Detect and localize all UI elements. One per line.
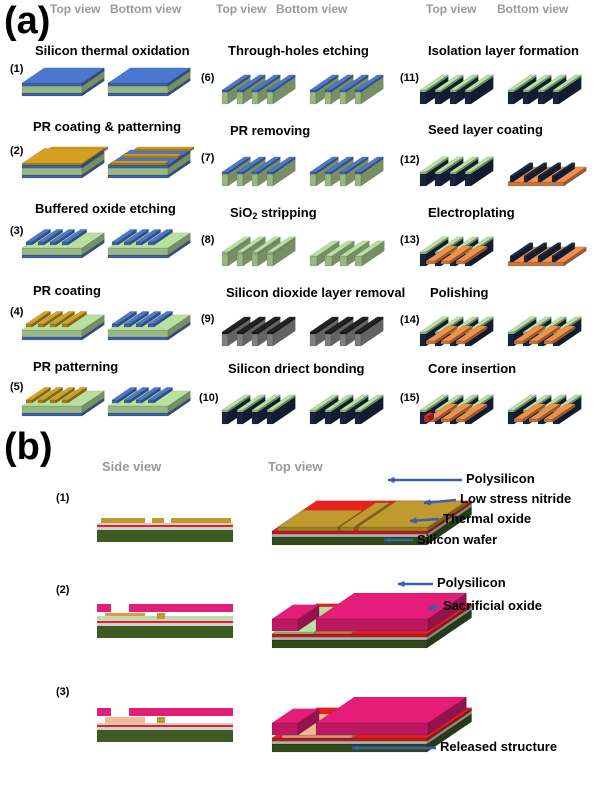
step-9-bottom-view-illustration — [309, 316, 384, 347]
panel-b-letter: (b) — [4, 426, 53, 468]
step-9-title: Silicon dioxide layer removal — [226, 285, 406, 300]
step-1-bottom-view-illustration — [107, 67, 191, 97]
step-15-bottom-view-illustration — [507, 394, 582, 425]
step-15-top-view-illustration — [419, 394, 494, 425]
step-7-number: (7) — [201, 152, 215, 164]
b-step-2-top-view — [271, 592, 473, 649]
col3-bottom-view-label: Bottom view — [497, 2, 569, 16]
step-7-bottom-view-illustration — [309, 156, 384, 187]
step-12-bottom-view-illustration — [507, 162, 587, 187]
arrow-polysilicon-1 — [387, 476, 462, 484]
label-low-stress-nitride: Low stress nitride — [460, 491, 572, 506]
step-10-top-view-illustration — [221, 394, 296, 425]
step-14-number: (14) — [400, 314, 420, 326]
step-8-number: (8) — [201, 234, 215, 246]
arrow-low-stress-nitride — [423, 498, 457, 506]
step-7-title: PR removing — [230, 123, 311, 138]
arrow-silicon-wafer — [383, 536, 413, 544]
step-7-top-view-illustration — [221, 156, 296, 187]
step-13-bottom-view-illustration — [507, 242, 587, 267]
step-2-number: (2) — [10, 145, 24, 157]
b-step-3-top-view — [271, 696, 473, 753]
step-3-number: (3) — [10, 225, 24, 237]
step-6-bottom-view-illustration — [309, 74, 384, 105]
col2-top-view-label: Top view — [216, 2, 267, 16]
step-1-title: Silicon thermal oxidation — [35, 43, 190, 58]
step-2-bottom-view-illustration — [107, 146, 195, 179]
step-10-title: Silicon driect bonding — [228, 361, 365, 376]
step-3-bottom-view-illustration — [107, 229, 191, 259]
step-8-top-view-illustration — [221, 236, 296, 267]
panel-a-letter: (a) — [4, 0, 51, 42]
b-step-3-side-view — [97, 708, 233, 742]
step-9-top-view-illustration — [221, 316, 296, 347]
step-11-title: Isolation layer formation — [428, 43, 579, 58]
step-4-top-view-illustration — [21, 311, 105, 341]
step-3-title: Buffered oxide etching — [35, 201, 176, 216]
step-14-top-view-illustration — [419, 316, 494, 347]
step-3-top-view-illustration — [21, 229, 105, 259]
arrow-polysilicon-2 — [397, 580, 433, 588]
step-4-bottom-view-illustration — [107, 311, 191, 341]
b-step-3-number: (3) — [56, 686, 70, 698]
step-11-top-view-illustration — [419, 74, 494, 105]
arrow-released-structure — [351, 744, 436, 752]
step-8-title: SiO2 stripping — [230, 205, 317, 221]
b-step-1-number: (1) — [56, 492, 70, 504]
b-step-1-top-view — [271, 500, 473, 546]
step-4-title: PR coating — [33, 283, 101, 298]
b-step-2-side-view — [97, 604, 233, 638]
step-1-number: (1) — [10, 63, 24, 75]
step-15-number: (15) — [400, 392, 420, 404]
step-13-title: Electroplating — [428, 205, 515, 220]
label-released-structure: Released structure — [440, 739, 558, 754]
step-5-bottom-view-illustration — [107, 387, 191, 417]
step-10-bottom-view-illustration — [309, 394, 384, 425]
arrow-thermal-oxide — [409, 517, 440, 524]
col2-bottom-view-label: Bottom view — [276, 2, 348, 16]
step-13-top-view-illustration — [419, 236, 494, 267]
label-sacrificial-oxide: Sacrificial oxide — [443, 598, 542, 613]
step-8-bottom-view-illustration — [309, 240, 385, 267]
b-step-1-side-view — [97, 518, 233, 542]
step-11-number: (11) — [400, 72, 419, 84]
col1-top-view-label: Top view — [50, 2, 101, 16]
step-6-title: Through-holes etching — [228, 43, 369, 58]
col3-top-view-label: Top view — [426, 2, 477, 16]
step-2-title: PR coating & patterning — [33, 119, 182, 134]
step-14-bottom-view-illustration — [507, 316, 582, 347]
side-view-label: Side view — [102, 459, 162, 474]
step-14-title: Polishing — [430, 285, 489, 300]
b-step-2-number: (2) — [56, 584, 70, 596]
label-polysilicon-1: Polysilicon — [466, 471, 535, 486]
step-1-top-view-illustration — [21, 67, 105, 97]
step-5-number: (5) — [10, 381, 24, 393]
step-11-bottom-view-illustration — [507, 74, 582, 105]
step-10-number: (10) — [199, 392, 219, 404]
col1-bottom-view-label: Bottom view — [110, 2, 182, 16]
label-thermal-oxide: Thermal oxide — [443, 511, 532, 526]
step-5-top-view-illustration — [21, 387, 105, 417]
step-6-number: (6) — [201, 72, 215, 84]
label-polysilicon-2: Polysilicon — [437, 575, 506, 590]
step-5-title: PR patterning — [33, 359, 119, 374]
arrow-sacrificial-oxide — [427, 604, 440, 611]
step-12-number: (12) — [400, 154, 420, 166]
label-silicon-wafer: Silicon wafer — [417, 532, 498, 547]
step-2-top-view-illustration — [21, 146, 109, 179]
step-12-title: Seed layer coating — [428, 122, 543, 137]
step-4-number: (4) — [10, 306, 24, 318]
step-15-title: Core insertion — [428, 361, 517, 376]
step-12-top-view-illustration — [419, 156, 494, 187]
top-view-label: Top view — [268, 459, 323, 474]
step-9-number: (9) — [201, 313, 215, 325]
step-6-top-view-illustration — [221, 74, 296, 105]
step-13-number: (13) — [400, 234, 420, 246]
